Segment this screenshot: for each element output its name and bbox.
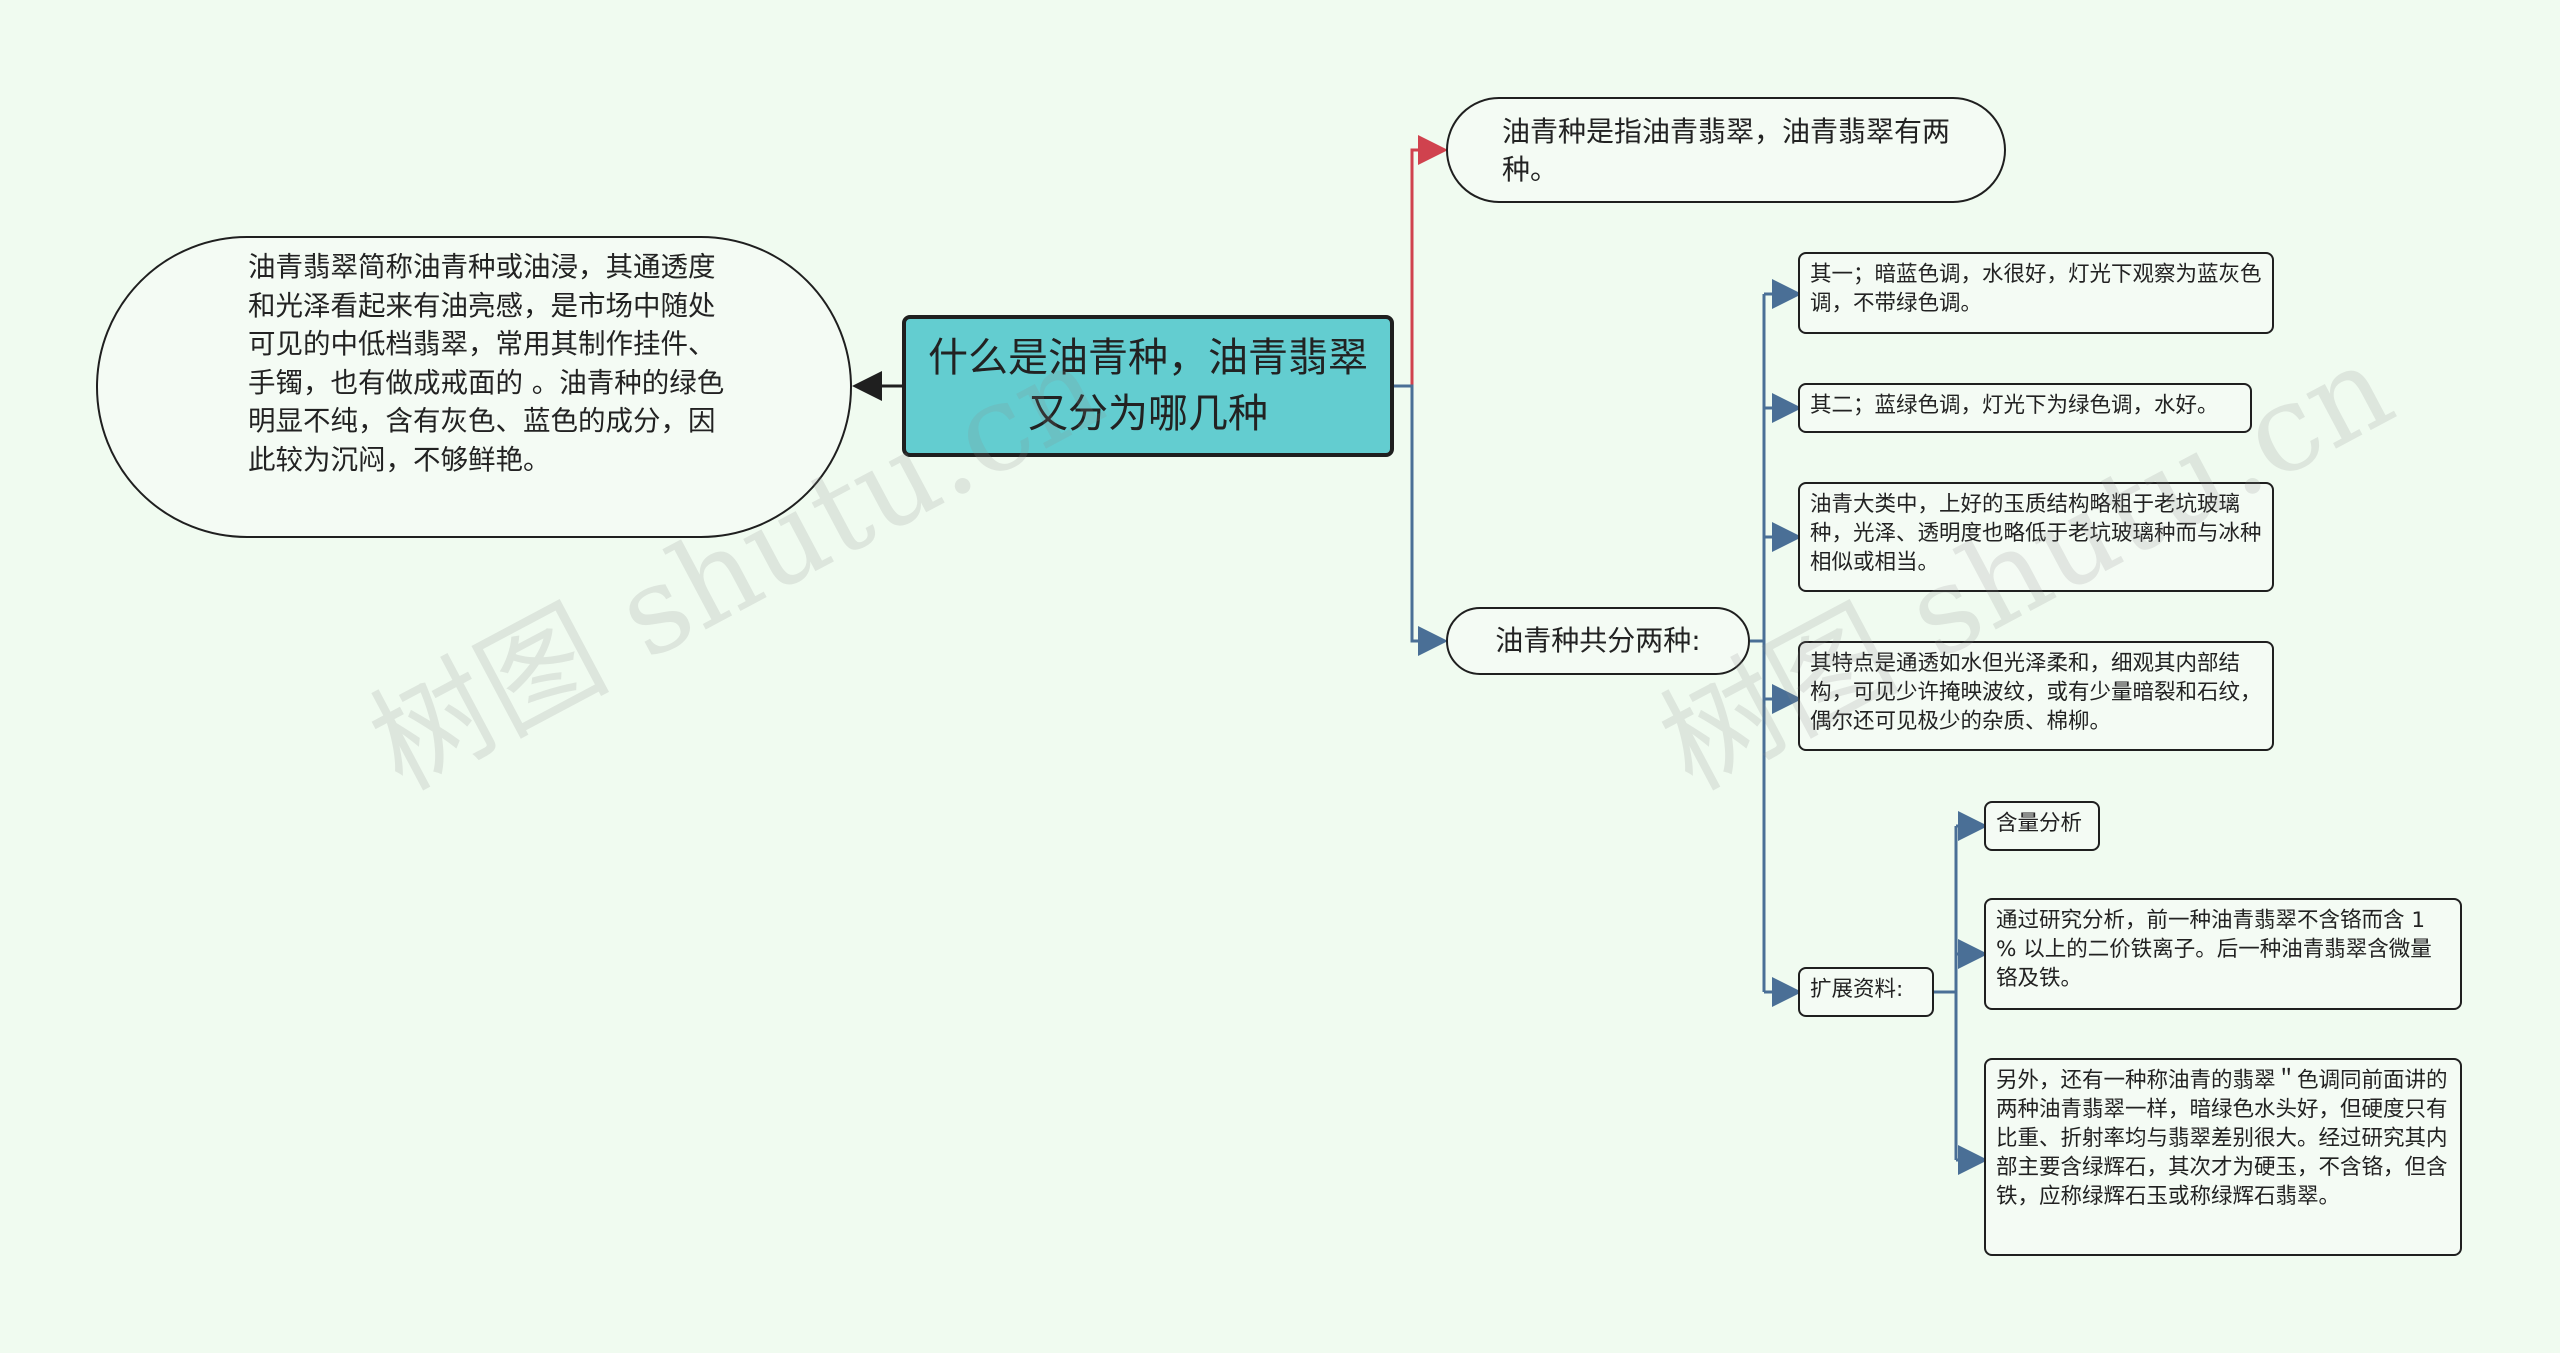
description-text: 油青翡翠简称油青种或油浸，其通透度和光泽看起来有油亮感，是市场中随处可见的中低档… (248, 251, 725, 476)
ext-item-1-text: 含量分析 (1996, 811, 2083, 836)
type-item-2-text: 其二；蓝绿色调，灯光下为绿色调，水好。 (1810, 393, 2219, 418)
type-item-1-text: 其一；暗蓝色调，水很好，灯光下观察为蓝灰色调，不带绿色调。 (1810, 262, 2262, 316)
connector-center-to-two-types (1394, 384, 1448, 656)
ext-item-1[interactable]: 含量分析 (1984, 801, 2100, 851)
type-item-4[interactable]: 其特点是通透如水但光泽柔和，细观其内部结构，可见少许掩映波纹，或有少量暗裂和石纹… (1798, 641, 2274, 751)
definition-node[interactable]: 油青种是指油青翡翠，油青翡翠有两种。 (1446, 97, 2006, 203)
definition-text: 油青种是指油青翡翠，油青翡翠有两种。 (1502, 115, 1951, 186)
two-types-node[interactable]: 油青种共分两种: (1446, 607, 1750, 675)
ext-item-3-text: 另外，还有一种称油青的翡翠＂色调同前面讲的两种油青翡翠一样，暗绿色水头好，但硬度… (1996, 1068, 2448, 1209)
type-item-2[interactable]: 其二；蓝绿色调，灯光下为绿色调，水好。 (1798, 383, 2252, 433)
type-item-3[interactable]: 油青大类中，上好的玉质结构略粗于老坑玻璃种，光泽、透明度也略低于老坑玻璃种而与冰… (1798, 482, 2274, 592)
central-topic-label: 什么是油青种，油青翡翠又分为哪几种 (928, 335, 1368, 437)
type-item-3-text: 油青大类中，上好的玉质结构略粗于老坑玻璃种，光泽、透明度也略低于老坑玻璃种而与冰… (1810, 492, 2262, 575)
ext-item-2-text: 通过研究分析，前一种油青翡翠不含铬而含 1 % 以上的二价铁离子。后一种油青翡翠… (1996, 908, 2432, 991)
extended-label: 扩展资料: (1810, 977, 1904, 1002)
ext-item-2[interactable]: 通过研究分析，前一种油青翡翠不含铬而含 1 % 以上的二价铁离子。后一种油青翡翠… (1984, 898, 2462, 1010)
two-types-label: 油青种共分两种: (1495, 624, 1701, 657)
central-topic[interactable]: 什么是油青种，油青翡翠又分为哪几种 (902, 315, 1394, 457)
type-item-1[interactable]: 其一；暗蓝色调，水很好，灯光下观察为蓝灰色调，不带绿色调。 (1798, 252, 2274, 334)
description-node[interactable]: 油青翡翠简称油青种或油浸，其通透度和光泽看起来有油亮感，是市场中随处可见的中低档… (96, 236, 852, 538)
extended-node[interactable]: 扩展资料: (1798, 967, 1934, 1017)
connector-center-to-definition (1394, 135, 1448, 388)
type-item-4-text: 其特点是通透如水但光泽柔和，细观其内部结构，可见少许掩映波纹，或有少量暗裂和石纹… (1810, 651, 2262, 734)
ext-item-3[interactable]: 另外，还有一种称油青的翡翠＂色调同前面讲的两种油青翡翠一样，暗绿色水头好，但硬度… (1984, 1058, 2462, 1256)
